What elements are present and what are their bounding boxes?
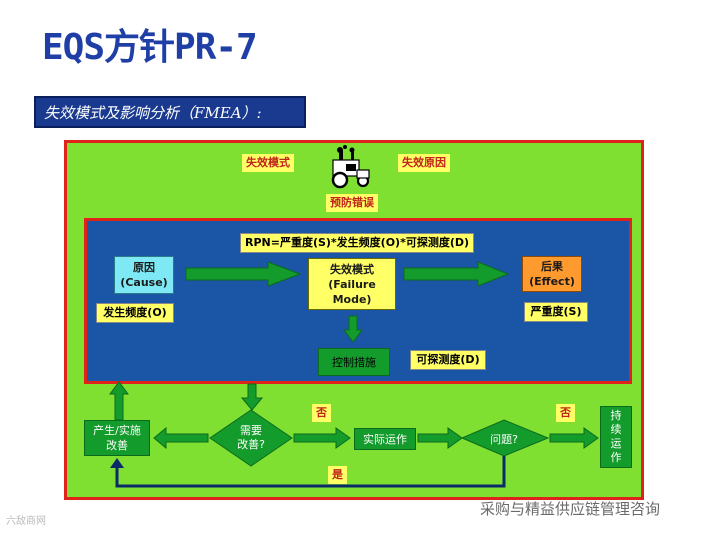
- arrow-decision-to-actual: [293, 427, 351, 449]
- need-improve-label: 需要 改善?: [228, 424, 274, 452]
- corner-logo: 六敌商网: [6, 516, 46, 527]
- cause-line1: 原因: [133, 261, 155, 274]
- sustain-char-1: 持: [610, 409, 622, 422]
- need-improve-line2: 改善?: [237, 438, 265, 451]
- arrow-failure-to-effect: [403, 261, 510, 287]
- yes-label: 是: [328, 466, 347, 484]
- arrow-panel-to-decision: [240, 383, 264, 411]
- no-label-2: 否: [556, 404, 575, 422]
- effect-box: 后果 (Effect): [522, 256, 582, 292]
- severity-label: 严重度(S): [524, 302, 588, 322]
- arrow-problem-to-sustain: [549, 427, 599, 449]
- failure-mode-box: 失效模式 (Failure Mode): [308, 258, 396, 310]
- control-measures-box: 控制措施: [318, 348, 390, 376]
- prevent-error-label: 预防错误: [326, 194, 378, 212]
- improve-line1: 产生/实施: [93, 424, 141, 437]
- sustain-char-2: 续: [610, 423, 622, 436]
- yes-loop-arrowhead: [110, 458, 124, 468]
- implement-improvement-box: 产生/实施 改善: [84, 420, 150, 456]
- cause-line2: (Cause): [120, 276, 168, 289]
- no-label-1: 否: [312, 404, 331, 422]
- arrow-cause-to-failure: [185, 261, 302, 287]
- problem-label: 问题?: [490, 433, 518, 446]
- sustain-operation-box: 持 续 运 作: [600, 406, 632, 468]
- effect-line2: (Effect): [529, 275, 575, 288]
- detection-label: 可探测度(D): [410, 350, 486, 370]
- effect-line1: 后果: [541, 260, 563, 273]
- sustain-char-3: 运: [610, 437, 622, 450]
- cause-box: 原因 (Cause): [114, 256, 174, 294]
- failure-line1: 失效模式: [330, 262, 374, 276]
- arrow-decision-to-improve: [153, 426, 209, 450]
- subtitle-banner: 失效模式及影响分析（FMEA）:: [34, 96, 306, 128]
- failure-cause-label: 失效原因: [398, 154, 450, 172]
- sustain-char-4: 作: [610, 451, 622, 464]
- rpn-formula: RPN=严重度(S)*发生频度(O)*可探测度(D): [240, 233, 474, 253]
- failure-line2: (Failure Mode): [328, 277, 376, 306]
- failure-mode-top-label: 失效模式: [242, 154, 294, 172]
- need-improve-line1: 需要: [240, 424, 262, 437]
- yes-loop-line: [115, 456, 506, 488]
- improve-line2: 改善: [106, 439, 128, 452]
- occurrence-label: 发生频度(O): [96, 303, 174, 323]
- arrow-actual-to-problem: [417, 427, 463, 449]
- actual-operation-box: 实际运作: [354, 428, 416, 450]
- arrow-failure-to-control: [343, 315, 363, 343]
- page-title: EQS方针PR-7: [42, 27, 258, 68]
- subtitle-text: 失效模式及影响分析（FMEA）:: [44, 103, 262, 122]
- watermark-text: 采购与精益供应链管理咨询: [480, 500, 661, 518]
- need-improve-diamond: [209, 409, 293, 467]
- arrow-improve-up: [109, 381, 129, 421]
